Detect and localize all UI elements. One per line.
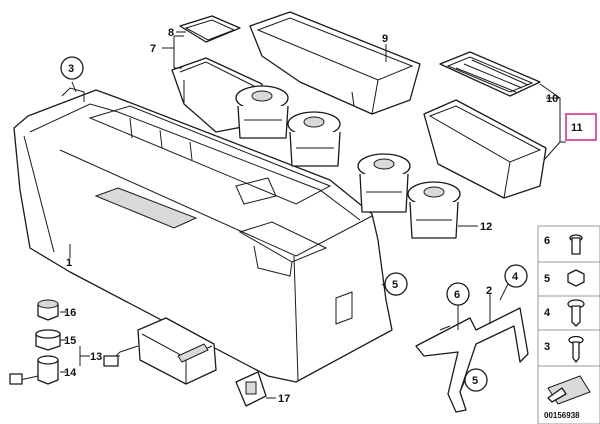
label-1: 1 (66, 257, 72, 269)
compartment-tray[interactable] (423, 99, 547, 199)
label-4-fastener: 4 (544, 307, 551, 319)
label-5-fastener: 5 (544, 273, 550, 285)
socket-14[interactable] (9, 355, 59, 385)
mounting-bracket[interactable] (415, 307, 529, 413)
fastener-panel (537, 225, 600, 424)
part-labels: 1 2 3 4 5 5 6 7 8 9 10 11 12 13 14 15 16… (64, 27, 583, 420)
label-6-callout: 6 (454, 289, 460, 301)
small-tray[interactable] (179, 15, 241, 43)
switch-module[interactable] (103, 317, 217, 385)
label-11: 11 (571, 122, 583, 134)
rubber-mat[interactable] (439, 51, 541, 97)
label-17: 17 (278, 393, 290, 405)
label-6-fastener: 6 (544, 235, 550, 247)
label-7: 7 (150, 43, 156, 55)
socket-15[interactable] (35, 329, 61, 351)
label-15: 15 (64, 335, 76, 347)
label-5-callout-a: 5 (392, 279, 398, 291)
small-switch[interactable] (235, 371, 267, 407)
arrow-icon (547, 375, 591, 405)
label-14: 14 (64, 367, 77, 379)
label-5-callout-b: 5 (472, 375, 478, 387)
label-3-callout: 3 (68, 63, 74, 75)
cup-holder-front[interactable] (357, 153, 461, 239)
label-10: 10 (546, 93, 558, 105)
socket-16[interactable] (37, 299, 59, 321)
storage-box[interactable] (249, 11, 421, 115)
screw-4[interactable] (567, 299, 585, 327)
label-4-callout: 4 (512, 271, 519, 283)
cup-holder-rear[interactable] (235, 85, 341, 167)
screw-3[interactable] (568, 335, 584, 363)
diagram-number: 00156938 (544, 411, 580, 420)
label-9: 9 (382, 33, 388, 45)
clip-5[interactable] (567, 269, 585, 287)
label-2: 2 (486, 285, 492, 297)
label-8: 8 (168, 27, 174, 39)
leader-lines (60, 31, 566, 399)
label-12: 12 (480, 221, 492, 233)
center-console[interactable] (13, 87, 393, 383)
label-16: 16 (64, 307, 76, 319)
highlight-box-11 (565, 113, 597, 141)
label-3-fastener: 3 (544, 341, 550, 353)
screw-6[interactable] (569, 234, 583, 255)
label-13: 13 (90, 351, 102, 363)
callout-circles (60, 56, 528, 392)
